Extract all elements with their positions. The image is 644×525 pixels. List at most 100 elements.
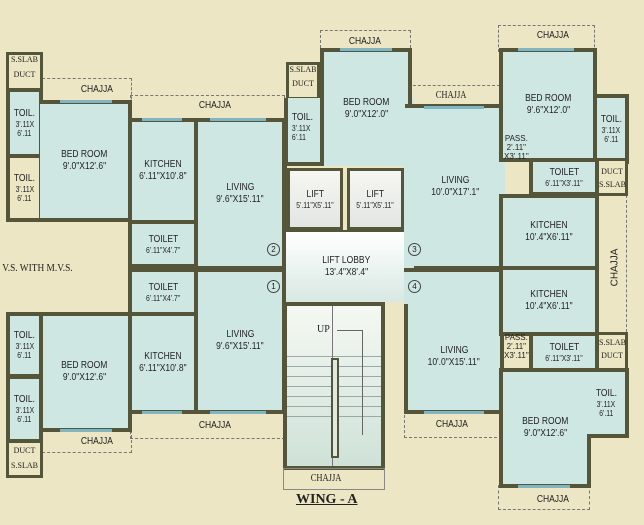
- chajja-outline: [283, 468, 385, 490]
- room-name: TOIL.: [13, 394, 36, 405]
- passage-label: PASS.2'.11"X3'.11": [504, 134, 529, 161]
- chajja-label: CHAJJA: [348, 36, 381, 47]
- room-name: TOIL.: [291, 112, 313, 123]
- sslab-label: S.SLAB: [11, 461, 38, 470]
- chajja-label: CHAJJA: [80, 436, 113, 447]
- room-name: PASS.: [504, 134, 528, 143]
- room-dim: 2'.11": [506, 143, 527, 152]
- sslab-label: S.SLAB: [11, 55, 38, 64]
- room-name: TOILET: [549, 166, 579, 178]
- room-name: TOIL.: [600, 114, 622, 125]
- room-name: LIFT: [366, 188, 385, 200]
- room-name: TOIL.: [13, 173, 36, 184]
- room-name: LIVING: [441, 175, 469, 186]
- chajja-outline: [498, 25, 595, 52]
- window: [424, 411, 484, 414]
- room-name: KITCHEN: [144, 351, 182, 362]
- room-dim: 6'.11"X10'.8": [139, 171, 187, 182]
- flat-number-3: 3: [408, 243, 421, 256]
- sslab-label: S.SLAB: [599, 338, 626, 347]
- window: [142, 118, 182, 121]
- room-dim: 6'.11"X3'.11": [545, 178, 583, 188]
- wing-title: WING - A: [296, 492, 358, 507]
- chajja-label: CHAJJA: [80, 84, 113, 95]
- window: [518, 485, 570, 488]
- room-name: BED ROOM: [60, 149, 108, 160]
- room-dim: 3'.11X: [291, 124, 311, 133]
- flat-number-4: 4: [408, 280, 421, 293]
- room-name: BED ROOM: [524, 93, 572, 104]
- vs-label: V.S. WITH M.V.S.: [2, 262, 73, 274]
- room-dim: 3'.11X: [15, 120, 34, 129]
- room-dim: 9'.0"X12'.6": [523, 428, 567, 439]
- flat-number-2: 2: [267, 243, 280, 256]
- window: [518, 48, 574, 51]
- duct-label: DUCT: [601, 167, 623, 176]
- room-dim: 3'.11X: [15, 342, 34, 351]
- chajja-label: CHAJJA: [536, 494, 569, 505]
- chajja-label: CHAJJA: [435, 419, 468, 430]
- sslab-label: S.SLAB: [599, 180, 626, 189]
- window: [210, 411, 266, 414]
- room-name: BED ROOM: [342, 97, 390, 108]
- room-dim: 6'.11: [17, 129, 32, 138]
- room-name: KITCHEN: [144, 159, 182, 170]
- room-name: BED ROOM: [60, 360, 108, 371]
- window: [210, 118, 266, 121]
- room-dim: 6'.11: [17, 351, 32, 360]
- room-dim: 6'.11"X3'.11": [545, 353, 583, 363]
- window: [60, 429, 112, 432]
- room-dim: 2'.11": [506, 342, 527, 351]
- room-dim: 6'.11: [598, 409, 614, 418]
- room-name: LIFT: [306, 188, 324, 200]
- room-dim: 3'.11X: [15, 406, 34, 415]
- chajja-outline: [320, 30, 411, 53]
- room-dim: 9'.0"X12'.6": [62, 372, 106, 383]
- window: [424, 106, 484, 109]
- chajja-label: CHAJJA: [310, 473, 342, 484]
- chajja-label: CHAJJA: [435, 90, 467, 101]
- passage-label: PASS.2'.11"X3'.11": [504, 333, 529, 360]
- room-dim: 10'.0"X15'.11": [427, 357, 481, 368]
- room-dim: 3'.11X: [15, 185, 34, 194]
- up-label: UP: [317, 324, 330, 335]
- room-dim: 10'.0"X17'.1": [430, 187, 480, 198]
- stair-step: [287, 356, 381, 357]
- duct-sslab: DUCT S.SLAB: [596, 158, 628, 196]
- room-dim: X3'.11": [504, 152, 529, 161]
- living-extension: [404, 163, 414, 271]
- stair-well-wall: [331, 358, 339, 458]
- room-dim: 6'.11: [603, 135, 619, 144]
- room-dim: 6'.11: [17, 194, 32, 203]
- room-name: LIVING: [226, 329, 254, 340]
- room-name: KITCHEN: [530, 289, 568, 300]
- room-dim: 10'.4"X6'.11": [525, 232, 573, 243]
- room-dim: 5'.11"X5'.11": [356, 200, 395, 210]
- room-dim: 9'.0"X12'.0": [344, 109, 388, 120]
- room-dim: 6'.11: [17, 415, 32, 424]
- room-name: LIVING: [440, 345, 468, 356]
- room-dim: 9'.6"X15'.11": [216, 341, 264, 352]
- chajja-label: CHAJJA: [609, 248, 621, 287]
- sslab-label: S.SLAB: [289, 65, 317, 74]
- room-dim: 3'.11X: [596, 400, 616, 409]
- room-dim: 6'.11"X10'.8": [139, 363, 187, 374]
